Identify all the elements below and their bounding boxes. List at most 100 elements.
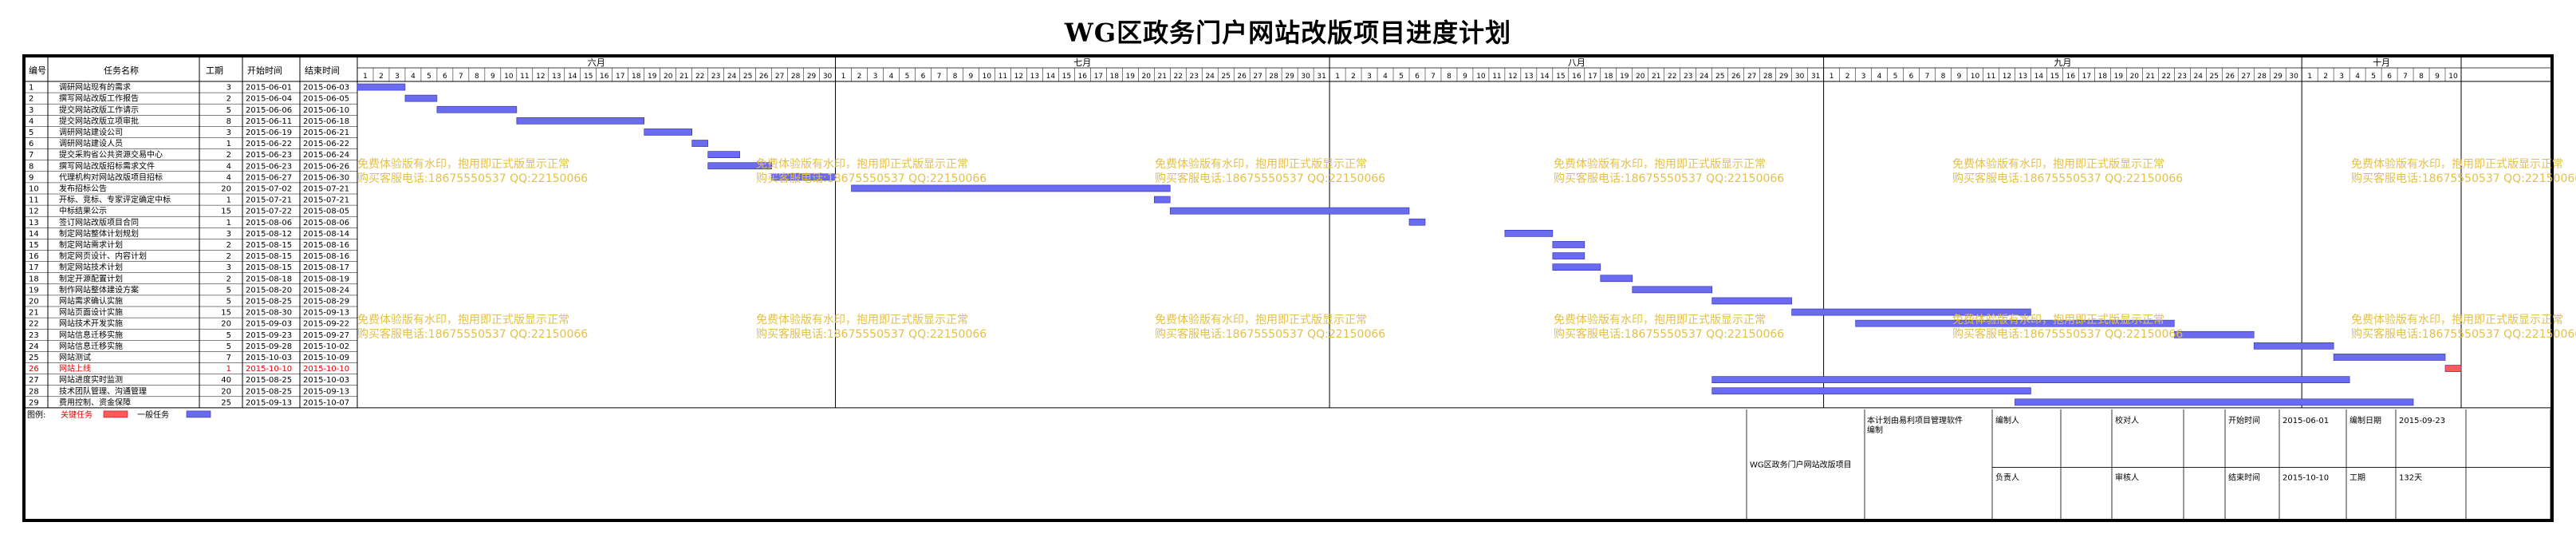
- task-bar[interactable]: [2015, 398, 2414, 406]
- task-duration: 8: [226, 117, 231, 126]
- task-duration: 3: [226, 129, 231, 137]
- task-start: 2015-06-11: [246, 117, 292, 126]
- task-bar[interactable]: [1552, 252, 1585, 259]
- task-duration: 4: [226, 173, 231, 182]
- task-duration: 1: [226, 219, 231, 227]
- task-name: 网站测试: [59, 352, 91, 362]
- task-bar[interactable]: [1711, 376, 2350, 384]
- task-start: 2015-07-21: [246, 196, 292, 205]
- task-bar[interactable]: [1153, 196, 1171, 204]
- task-duration: 2: [226, 241, 231, 250]
- task-name: 制定网页设计、内容计划: [59, 251, 147, 261]
- task-bar[interactable]: [2173, 330, 2255, 338]
- day-label: 22: [695, 73, 704, 81]
- day-label: 15: [584, 73, 593, 81]
- task-bar[interactable]: [404, 94, 438, 102]
- day-label: 4: [411, 73, 416, 81]
- task-bar[interactable]: [691, 140, 708, 147]
- task-bar[interactable]: [2253, 342, 2334, 350]
- watermark-line1: 免费体验版有水印，抱用即正式版显示正常: [1952, 314, 2164, 326]
- column-header-end: 结束时间: [305, 65, 340, 76]
- task-bar[interactable]: [644, 129, 692, 136]
- task-bar[interactable]: [356, 83, 406, 91]
- task-bar[interactable]: [436, 105, 518, 113]
- task-bar[interactable]: [1855, 319, 2175, 327]
- task-bar[interactable]: [771, 173, 836, 181]
- task-name: 中标结果公示: [59, 206, 107, 216]
- watermark-line1: 免费体验版有水印，抱用即正式版显示正常: [1155, 158, 1367, 171]
- footer-end-label: 结束时间: [2228, 472, 2260, 482]
- task-start: 2015-08-06: [246, 219, 292, 227]
- day-label: 22: [1173, 73, 1182, 81]
- day-label: 5: [905, 73, 910, 81]
- day-label: 3: [2339, 73, 2344, 81]
- day-label: 31: [1317, 73, 1325, 81]
- footer-editor-label: 编制人: [1995, 415, 2019, 425]
- task-bar[interactable]: [1552, 241, 1585, 248]
- day-label: 19: [648, 73, 657, 81]
- task-end: 2015-06-10: [303, 106, 349, 115]
- task-bar[interactable]: [1711, 297, 1792, 305]
- watermark-line1: 免费体验版有水印，抱用即正式版显示正常: [756, 158, 968, 171]
- task-end: 2015-06-22: [303, 140, 349, 148]
- footer-tool-note: 本计划由易利项目管理软件: [1867, 415, 1963, 425]
- watermark-line1: 免费体验版有水印，抱用即正式版显示正常: [357, 158, 569, 171]
- day-label: 7: [2403, 73, 2408, 81]
- day-label: 30: [1301, 73, 1310, 81]
- day-label: 3: [1367, 73, 1372, 81]
- task-duration: 2: [226, 252, 231, 261]
- watermark-line2: 购买客服电话:18675550537 QQ:22150066: [2351, 172, 2576, 185]
- task-id: 13: [29, 219, 39, 227]
- day-label: 25: [1715, 73, 1724, 81]
- task-bar[interactable]: [1600, 275, 1633, 283]
- task-bar[interactable]: [1552, 263, 1601, 271]
- day-label: 13: [1524, 73, 1533, 81]
- task-bar[interactable]: [2444, 365, 2462, 372]
- task-id: 21: [29, 309, 39, 318]
- day-label: 26: [2225, 73, 2235, 81]
- task-duration: 5: [226, 331, 231, 340]
- task-bar[interactable]: [1169, 207, 1410, 215]
- gantt-frame: [22, 54, 2554, 522]
- day-label: 10: [983, 73, 992, 81]
- task-id: 16: [29, 252, 39, 261]
- task-end: 2015-06-18: [303, 117, 349, 126]
- task-start: 2015-08-15: [246, 263, 292, 272]
- day-label: 3: [873, 73, 878, 81]
- task-start: 2015-07-22: [246, 208, 292, 216]
- task-start: 2015-06-01: [246, 84, 292, 93]
- task-bar[interactable]: [2333, 354, 2446, 361]
- task-bar[interactable]: [707, 162, 772, 170]
- legend-and-footer: 图例:关键任务一般任务WG区政务门户网站改版项目本计划由易利项目管理软件编制编制…: [26, 407, 2551, 519]
- task-id: 18: [29, 275, 39, 283]
- watermark-line1: 免费体验版有水印，抱用即正式版显示正常: [357, 314, 569, 326]
- day-label: 16: [1572, 73, 1581, 81]
- task-duration: 40: [221, 376, 231, 385]
- task-bar[interactable]: [516, 117, 645, 125]
- task-bar[interactable]: [1711, 387, 2031, 395]
- day-label: 11: [1987, 73, 1995, 81]
- task-duration: 15: [221, 309, 231, 318]
- day-label: 21: [679, 73, 688, 81]
- task-bar[interactable]: [1408, 218, 1426, 226]
- task-bar[interactable]: [851, 184, 1171, 192]
- task-id: 17: [29, 263, 39, 272]
- day-label: 14: [1046, 73, 1056, 81]
- task-end: 2015-06-30: [303, 173, 349, 182]
- legend-critical-swatch: [103, 410, 128, 418]
- task-bar[interactable]: [1504, 229, 1554, 237]
- task-id: 8: [29, 162, 33, 171]
- legend-label: 图例:: [27, 409, 45, 420]
- day-label: 19: [1126, 73, 1136, 81]
- footer-edit-date-value: 2015-09-23: [2399, 417, 2445, 425]
- task-bar[interactable]: [1632, 286, 1713, 294]
- day-label: 6: [921, 73, 926, 81]
- day-label: 23: [711, 73, 720, 81]
- task-bar[interactable]: [1791, 308, 2031, 316]
- task-start: 2015-10-03: [246, 354, 292, 362]
- task-name: 制作网站整体建设方案: [59, 284, 139, 295]
- task-bar[interactable]: [707, 151, 740, 159]
- task-id: 6: [29, 140, 33, 148]
